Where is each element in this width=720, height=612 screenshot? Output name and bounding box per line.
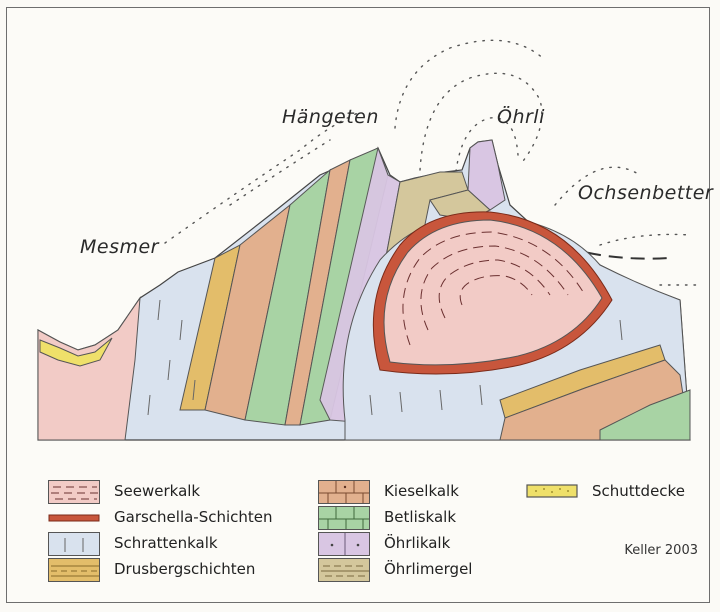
swatch-oehrlimergel [318, 558, 370, 582]
swatch-seewerkalk [48, 480, 100, 504]
swatch-schrattenkalk [48, 532, 100, 556]
legend-label-oehrlimergel: Öhrlimergel [384, 560, 472, 578]
legend-label-betliskalk: Betliskalk [384, 508, 456, 526]
swatch-schuttdecke [526, 480, 578, 504]
legend-label-schrattenkalk: Schrattenkalk [114, 534, 218, 552]
swatch-drusberg [48, 558, 100, 582]
legend-label-schuttdecke: Schuttdecke [592, 482, 685, 500]
credit-text: Keller 2003 [624, 543, 698, 558]
swatch-oehrlikalk [318, 532, 370, 556]
legend-label-oehrlikalk: Öhrlikalk [384, 534, 450, 552]
swatch-kieselkalk [318, 480, 370, 504]
swatch-garschella [48, 506, 100, 530]
label-oehrli: Öhrli [497, 106, 545, 128]
label-mesmer: Mesmer [80, 236, 159, 258]
legend-label-kieselkalk: Kieselkalk [384, 482, 459, 500]
legend-label-seewerkalk: Seewerkalk [114, 482, 200, 500]
legend-label-drusberg: Drusbergschichten [114, 560, 255, 578]
label-ochsenbetter: Ochsenbetter [578, 182, 713, 204]
legend-label-garschella: Garschella-Schichten [114, 508, 273, 526]
swatch-betliskalk [318, 506, 370, 530]
label-haengeten: Hängeten [282, 106, 379, 128]
